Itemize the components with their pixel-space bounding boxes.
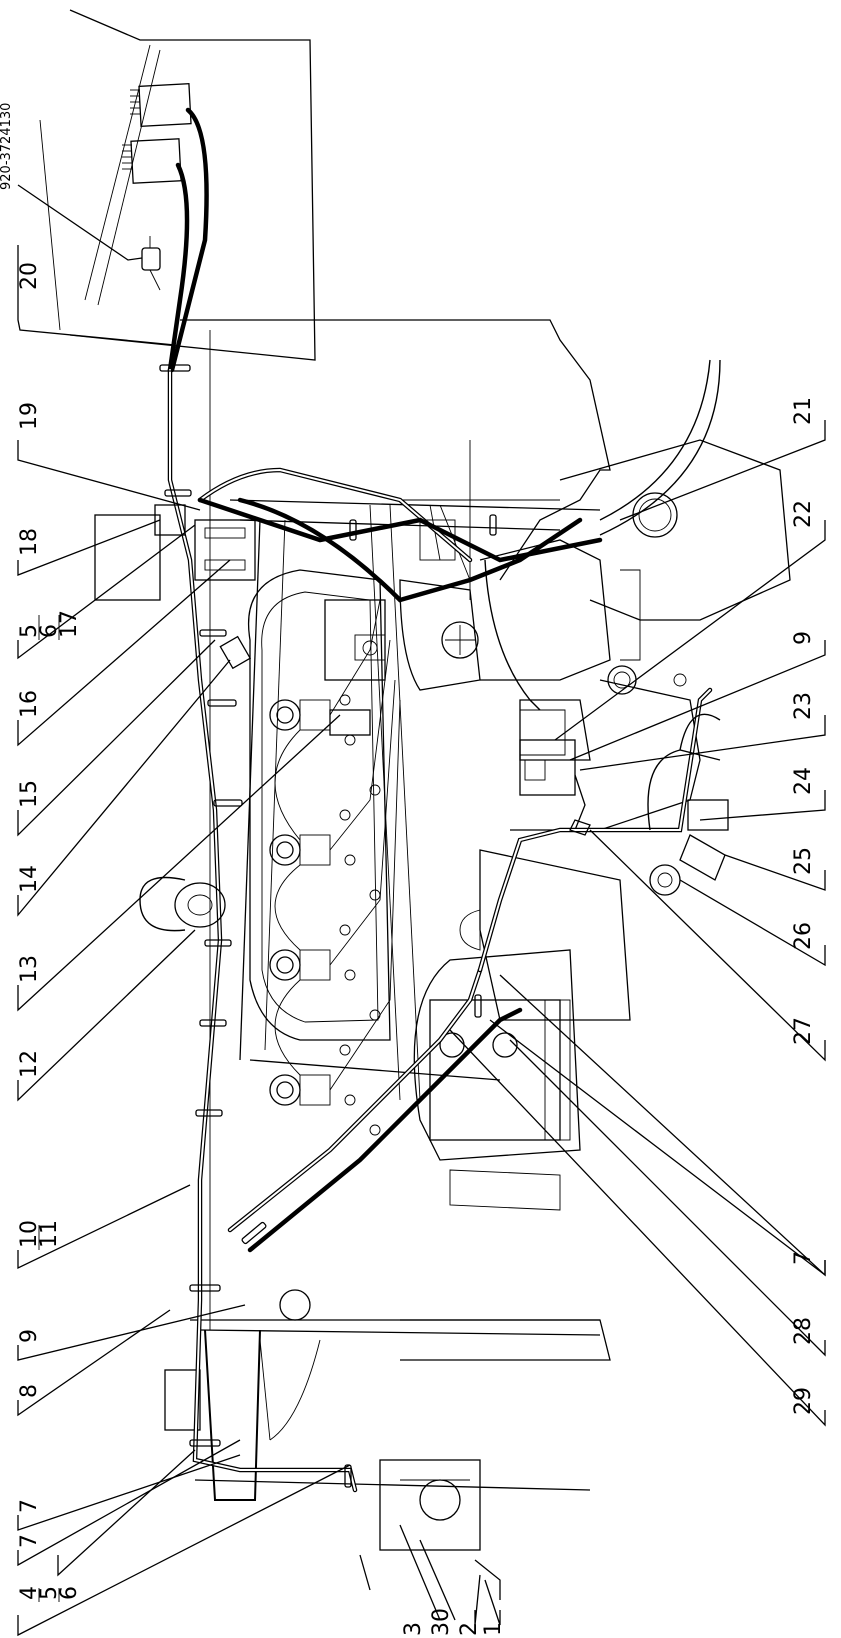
- callout-15: 15: [17, 780, 42, 808]
- callout-5: 5: [17, 624, 42, 638]
- injectors: [269, 599, 401, 1136]
- callout-7b: 7: [17, 1534, 42, 1548]
- callout-4: 4: [17, 1586, 42, 1600]
- fuel-pump: [324, 519, 481, 691]
- callout-7a: 7: [17, 1499, 42, 1513]
- callout-28: 28: [791, 1317, 816, 1345]
- engine-block: [164, 499, 631, 1600]
- cab-panel: [39, 9, 316, 373]
- callout-6b: 6: [57, 1586, 82, 1600]
- callout-2: 2: [457, 1622, 482, 1636]
- callout-12: 12: [17, 1050, 42, 1078]
- callout-14: 14: [17, 865, 42, 893]
- callout-7c: 7: [791, 1251, 816, 1265]
- part-number-label: 920-3724130: [0, 103, 14, 190]
- callout-18: 18: [17, 528, 42, 556]
- callout-6: 6: [37, 624, 62, 638]
- callout-5b: 5: [37, 1586, 62, 1600]
- callout-20: 20: [17, 262, 42, 290]
- misc-components: [94, 504, 729, 932]
- callout-25: 25: [791, 847, 816, 875]
- callout-8: 8: [17, 1384, 42, 1398]
- callout-labels: 920-3724130 20 19 18 5 6 17 16 15 14 13 …: [0, 103, 816, 1636]
- leader-lines: [17, 184, 826, 1637]
- callout-1: 1: [481, 1622, 506, 1636]
- filter-housing: [459, 699, 631, 1021]
- callout-3: 3: [401, 1622, 426, 1636]
- callout-24: 24: [791, 767, 816, 795]
- callout-27: 27: [791, 1017, 816, 1045]
- callout-22: 22: [791, 500, 816, 528]
- bottom-sensor-bracket: [359, 1459, 501, 1600]
- label-underlines: [38, 615, 60, 1602]
- callout-29: 29: [791, 1387, 816, 1415]
- callout-17: 17: [57, 610, 82, 638]
- radiator: [164, 1289, 611, 1501]
- callout-11: 11: [37, 1220, 62, 1248]
- callout-9b: 9: [791, 631, 816, 645]
- callout-23: 23: [791, 692, 816, 720]
- harness-clips: [159, 364, 497, 1488]
- callout-19: 19: [17, 402, 42, 430]
- callout-30: 30: [429, 1608, 454, 1636]
- callout-13: 13: [17, 955, 42, 983]
- callout-26: 26: [791, 922, 816, 950]
- callout-21: 21: [791, 397, 816, 425]
- callout-10: 10: [17, 1220, 42, 1248]
- callout-16: 16: [17, 690, 42, 718]
- wire-harness: [167, 359, 721, 1493]
- callout-9: 9: [17, 1329, 42, 1343]
